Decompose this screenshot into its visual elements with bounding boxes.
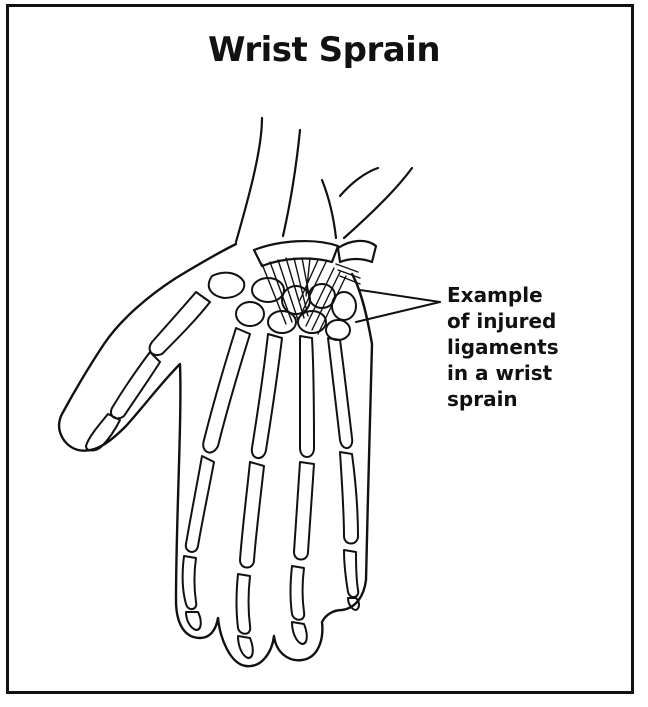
index-finger-bones: [183, 456, 214, 630]
callout-line: of injured: [447, 308, 617, 334]
forearm: [236, 118, 412, 242]
ring-finger-bones: [291, 462, 315, 644]
callout-leader-lines: [356, 290, 440, 322]
callout-line: ligaments: [447, 334, 617, 360]
forearm-bones: [254, 241, 376, 266]
middle-finger-bones: [237, 462, 265, 658]
thumb-bones: [86, 273, 244, 451]
metacarpal-bones: [203, 328, 352, 458]
callout-line: sprain: [447, 386, 617, 412]
carpal-bones: [236, 278, 356, 340]
callout-label: Example of injured ligaments in a wrist …: [447, 282, 617, 412]
callout-line: in a wrist: [447, 360, 617, 386]
little-finger-bones: [340, 452, 359, 610]
callout-line: Example: [447, 282, 617, 308]
